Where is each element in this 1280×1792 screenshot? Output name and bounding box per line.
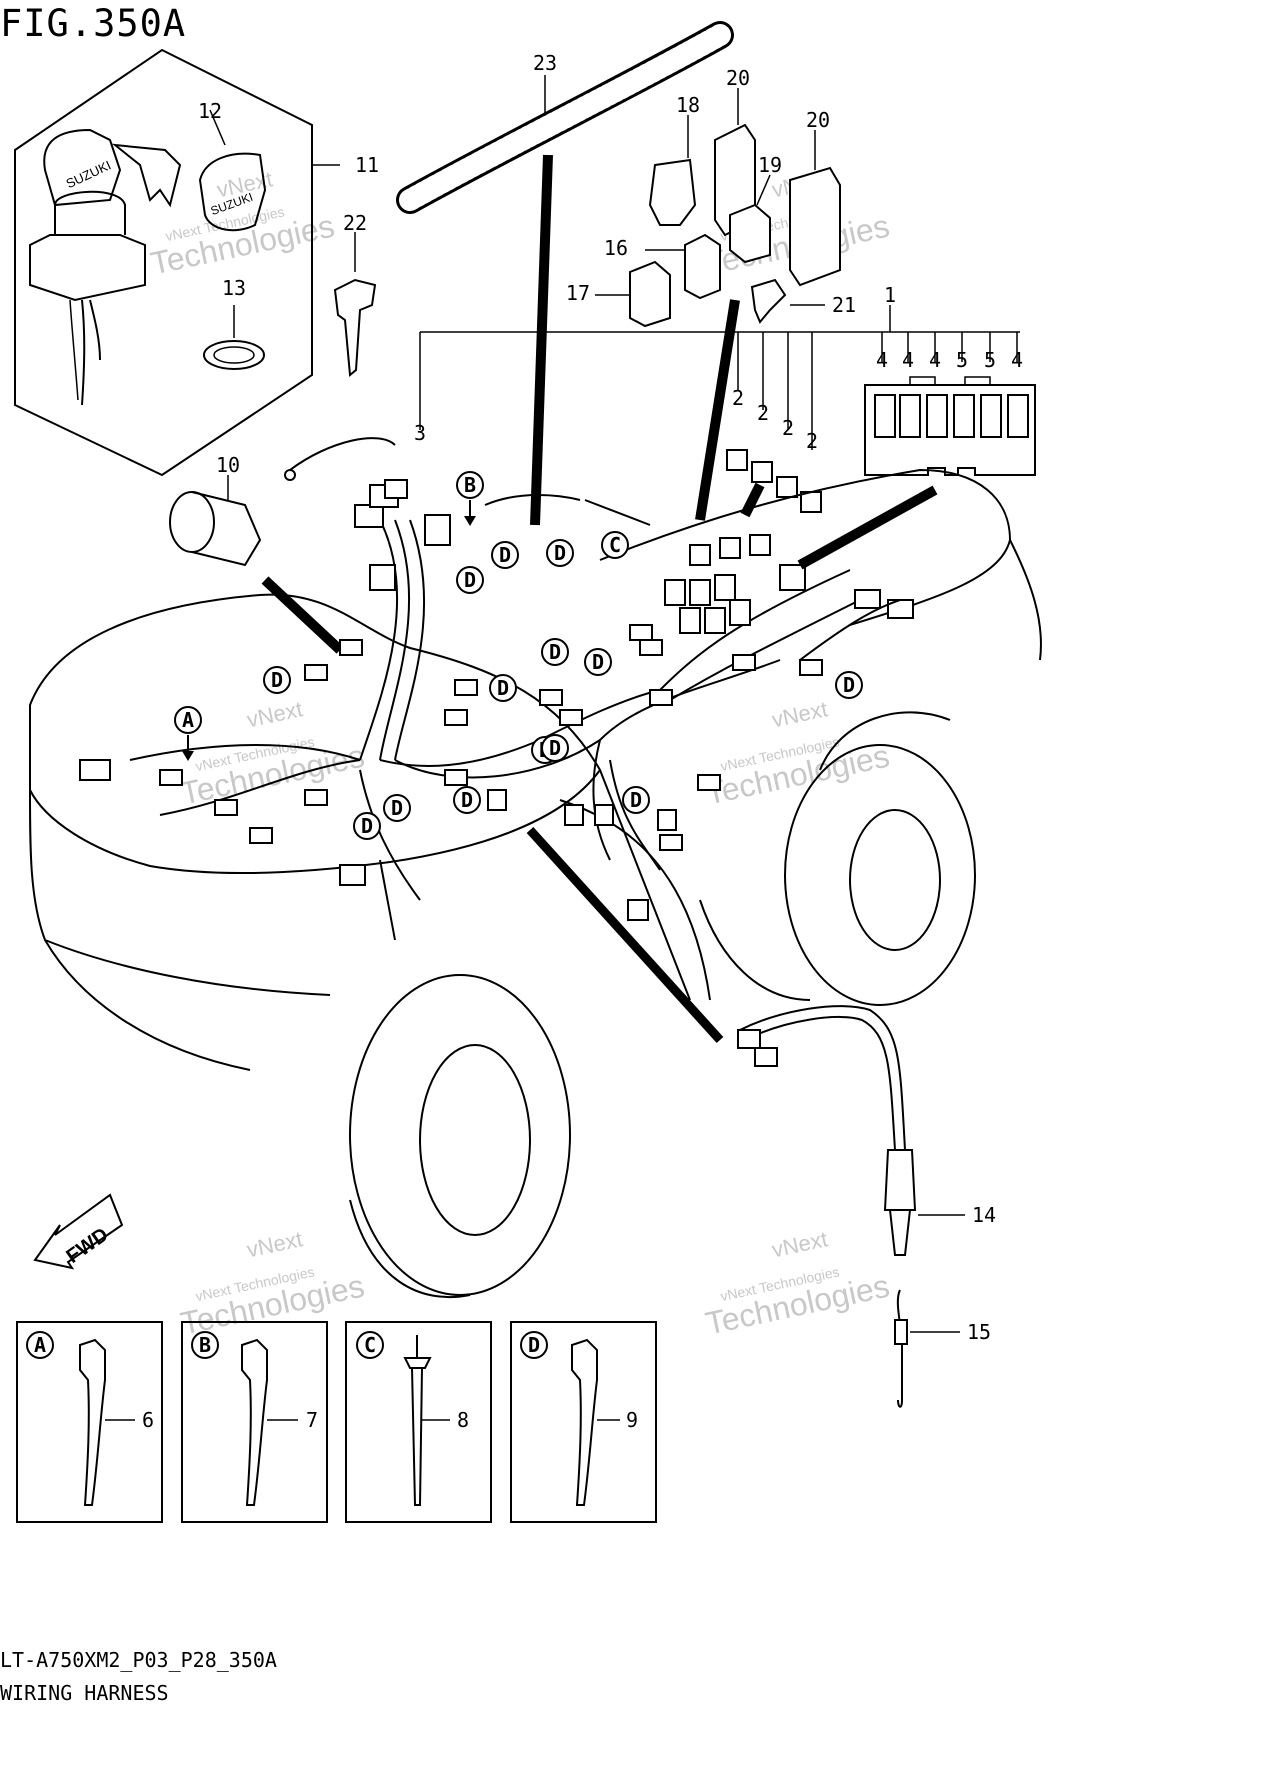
relay-group — [595, 88, 841, 521]
svg-text:D: D — [549, 736, 561, 760]
svg-text:D: D — [464, 568, 476, 592]
svg-text:D: D — [843, 673, 855, 697]
callout-23: 23 — [533, 51, 557, 75]
callout-1: 1 — [884, 283, 896, 307]
marker-D-9: D — [383, 794, 411, 822]
marker-D-10: D — [453, 786, 481, 814]
svg-text:4: 4 — [1011, 348, 1023, 372]
marker-D-11: D — [353, 812, 381, 840]
harness-bracket — [419, 305, 1036, 513]
svg-text:D: D — [549, 640, 561, 664]
figure-title: FIG.350A — [0, 2, 187, 45]
svg-text:C: C — [609, 533, 621, 557]
callout-2b: 2 — [757, 401, 769, 425]
detail-box-D: D — [510, 1321, 657, 1523]
marker-D-3: D — [546, 539, 574, 567]
callout-21: 21 — [832, 293, 856, 317]
svg-text:vNext: vNext — [770, 696, 830, 732]
marker-D-4: D — [263, 666, 291, 694]
svg-text:A: A — [182, 708, 194, 732]
svg-text:4: 4 — [929, 348, 941, 372]
marker-D-14: D — [835, 671, 863, 699]
svg-text:FWD: FWD — [62, 1224, 112, 1268]
main-harness — [79, 437, 914, 921]
callout-20a: 20 — [726, 66, 750, 90]
detail-box-B: B — [181, 1321, 328, 1523]
svg-text:A: A — [34, 1333, 46, 1357]
model-code: LT-A750XM2_P03_P28_350A — [0, 1648, 277, 1672]
callout-3: 3 — [414, 421, 426, 445]
watermark-1: vNext vNext Technologies Technologies — [147, 166, 337, 281]
kit-outline — [14, 48, 313, 477]
callout-20b: 20 — [806, 108, 830, 132]
corrugated-conduit — [396, 21, 734, 526]
svg-text:vNext: vNext — [245, 696, 305, 732]
marker-D-6: D — [584, 648, 612, 676]
marker-D-1: D — [491, 541, 519, 569]
svg-text:B: B — [199, 1333, 211, 1357]
watermark-4: vNext vNext Technologies Technologies — [702, 696, 892, 811]
callout-9: 9 — [626, 1408, 638, 1432]
callout-2c: 2 — [782, 416, 794, 440]
svg-text:vNext: vNext — [245, 1226, 305, 1262]
svg-text:5: 5 — [984, 348, 996, 372]
clamp-wire — [894, 1289, 960, 1408]
callout-16: 16 — [604, 236, 628, 260]
callout-8: 8 — [457, 1408, 469, 1432]
svg-text:D: D — [461, 788, 473, 812]
callout-15: 15 — [967, 1320, 991, 1344]
callout-12: 12 — [198, 99, 222, 123]
callout-22: 22 — [343, 211, 367, 235]
detail-box-C: C — [345, 1321, 492, 1523]
svg-text:D: D — [499, 543, 511, 567]
diagram-name: WIRING HARNESS — [0, 1681, 169, 1705]
accessory-socket — [169, 475, 344, 654]
callout-11: 11 — [355, 153, 379, 177]
svg-text:5: 5 — [956, 348, 968, 372]
watermark-6: vNext vNext Technologies Technologies — [702, 1226, 892, 1341]
svg-text:D: D — [361, 814, 373, 838]
marker-D-5: D — [541, 638, 569, 666]
svg-text:D: D — [592, 650, 604, 674]
callout-13: 13 — [222, 276, 246, 300]
callout-2a: 2 — [732, 386, 744, 410]
fuse-labels: 4 4 4 5 5 4 — [876, 348, 1023, 372]
marker-C: C — [601, 531, 629, 559]
callout-17: 17 — [566, 281, 590, 305]
callout-18: 18 — [676, 93, 700, 117]
svg-text:D: D — [497, 676, 509, 700]
oxygen-sensor — [526, 826, 965, 1256]
svg-text:D: D — [528, 1333, 540, 1357]
callout-19: 19 — [758, 153, 782, 177]
svg-text:D: D — [271, 668, 283, 692]
svg-text:D: D — [391, 796, 403, 820]
marker-D-15: D — [541, 734, 569, 762]
callout-7: 7 — [306, 1408, 318, 1432]
svg-text:4: 4 — [902, 348, 914, 372]
marker-A: A — [174, 706, 202, 761]
fwd-arrow: FWD — [33, 1193, 124, 1270]
callout-6: 6 — [142, 1408, 154, 1432]
svg-text:vNext: vNext — [770, 1226, 830, 1262]
svg-text:D: D — [554, 541, 566, 565]
marker-D-2: D — [456, 566, 484, 594]
callout-2d: 2 — [806, 429, 818, 453]
marker-D-7: D — [489, 674, 517, 702]
marker-D-12: D — [622, 786, 650, 814]
svg-text:C: C — [364, 1333, 376, 1357]
callout-10: 10 — [216, 453, 240, 477]
svg-text:4: 4 — [876, 348, 888, 372]
svg-text:B: B — [464, 473, 476, 497]
callout-14: 14 — [972, 1203, 996, 1227]
detail-box-A: A — [16, 1321, 163, 1523]
marker-B: B — [456, 471, 484, 526]
svg-text:SUZUKI: SUZUKI — [64, 157, 114, 191]
spare-key — [333, 232, 377, 377]
marker-D-group: D D D D D D D D D D D D D D — [263, 539, 863, 840]
svg-text:D: D — [630, 788, 642, 812]
